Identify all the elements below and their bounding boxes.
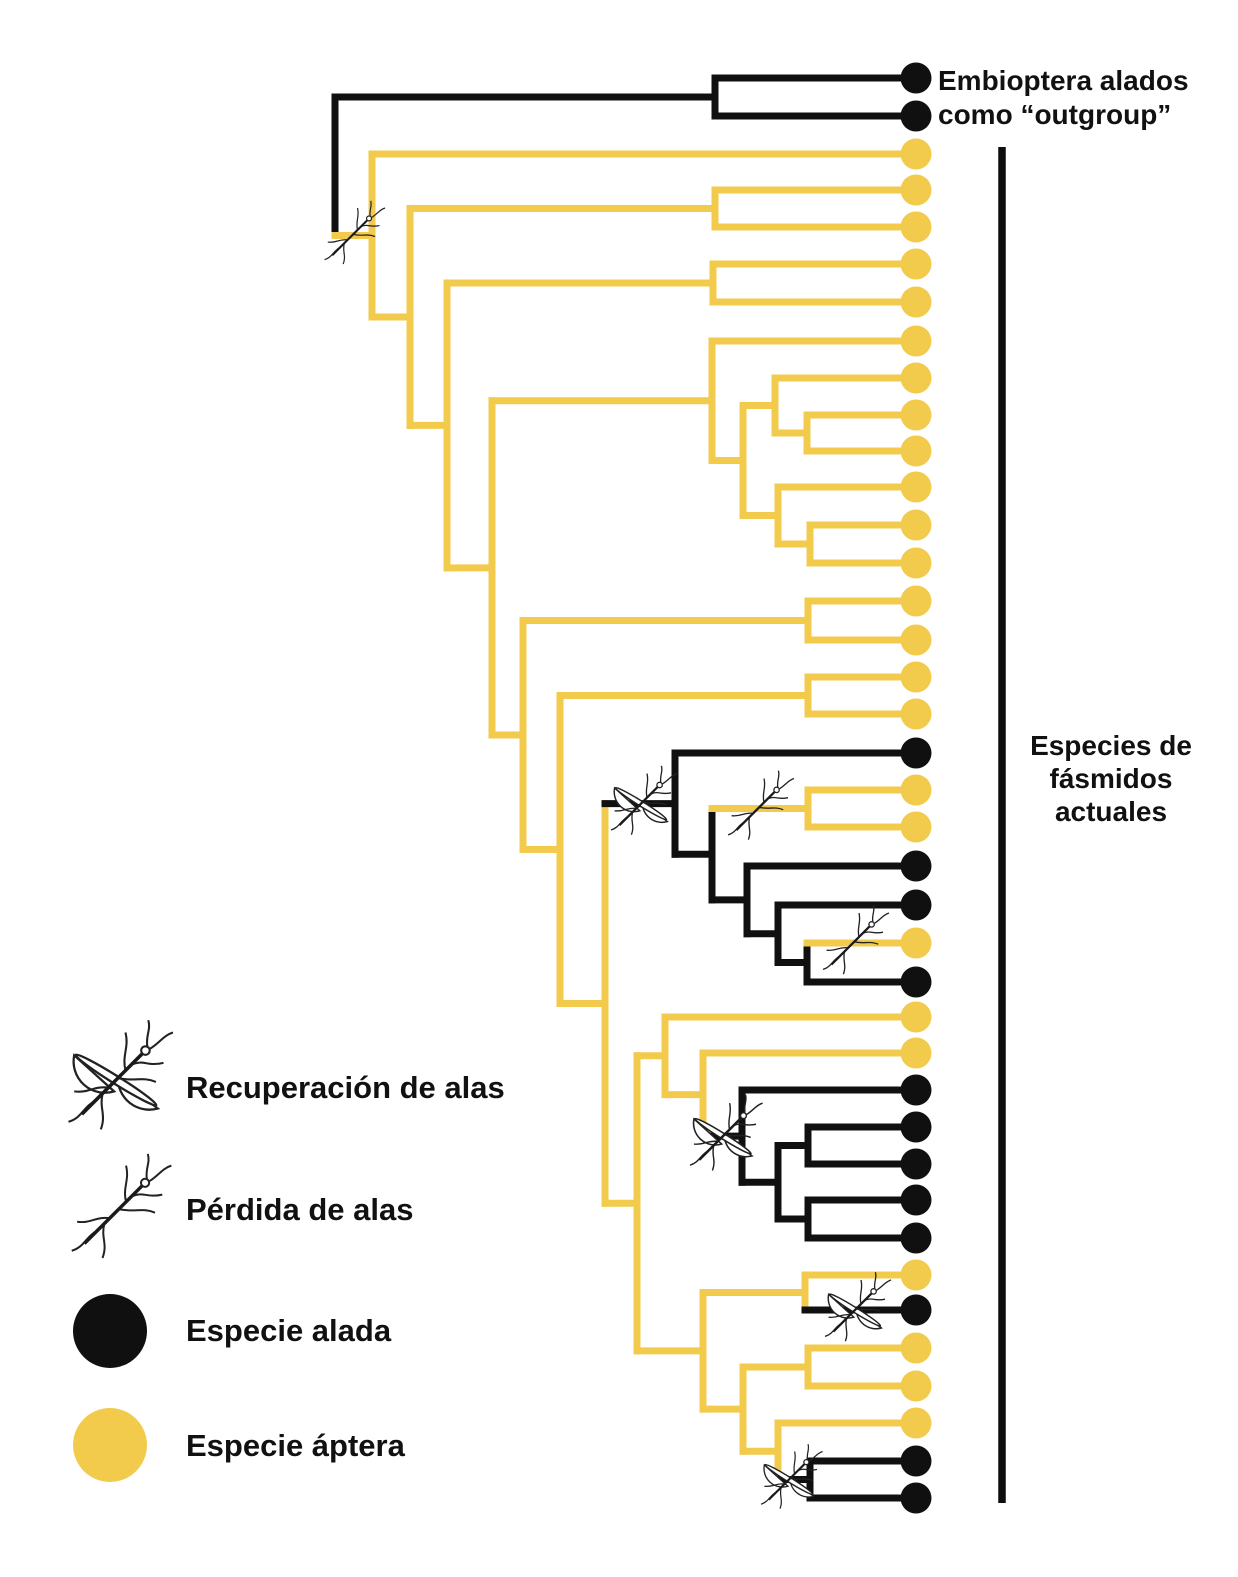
winged-species-tip	[900, 737, 932, 769]
apterous-species-tip	[900, 471, 932, 503]
legend-item-winged-species: Especie alada	[186, 1309, 391, 1353]
legend-item-apterous-species: Especie áptera	[186, 1424, 405, 1468]
apterous-species-tip	[900, 1370, 932, 1402]
winged-species-tip	[900, 966, 932, 998]
apterous-species-tip	[900, 1001, 932, 1033]
apterous-species-tip	[900, 1407, 932, 1439]
apterous-species-tip	[900, 661, 932, 693]
wingless-insect-icon	[71, 1153, 172, 1259]
winged-insect-icon	[689, 1094, 763, 1171]
apterous-species-tip	[900, 435, 932, 467]
winged-insect-icon	[760, 1444, 823, 1509]
apterous-species-tip	[900, 138, 932, 170]
legend-item-wing-recovery: Recuperación de alas	[186, 1066, 505, 1110]
apterous-species-tip	[900, 585, 932, 617]
apterous-species-tip	[900, 1037, 932, 1069]
winged-species-tip	[900, 1148, 932, 1180]
wingless-insect-icon	[822, 905, 890, 975]
apterous-species-tip	[900, 248, 932, 280]
apterous-species-tip	[900, 1332, 932, 1364]
outgroup-label-line2: como “outgroup”	[938, 98, 1172, 130]
apterous-species-tip	[900, 547, 932, 579]
winged-species-dot	[73, 1294, 147, 1368]
apterous-species-tip	[900, 1259, 932, 1291]
apterous-species-tip	[900, 927, 932, 959]
winged-species-tip	[900, 100, 932, 132]
winged-species-tip	[900, 1074, 932, 1106]
outgroup-label: Embioptera alados como “outgroup”	[938, 64, 1189, 131]
outgroup-label-line1: Embioptera alados	[938, 65, 1189, 96]
apterous-species-tip	[900, 774, 932, 806]
apterous-species-tip	[900, 624, 932, 656]
apterous-species-tip	[900, 286, 932, 318]
winged-species-tip	[900, 850, 932, 882]
winged-species-tip	[900, 1445, 932, 1477]
apterous-species-tip	[900, 509, 932, 541]
apterous-species-tip	[900, 811, 932, 843]
apterous-species-tip	[900, 698, 932, 730]
winged-species-tip	[900, 1184, 932, 1216]
legend-label: Especie alada	[186, 1313, 392, 1348]
clade-bracket-label: Especies de fásmidos actuales	[1030, 730, 1192, 827]
apterous-species-tip	[900, 174, 932, 206]
winged-species-tip	[900, 1111, 932, 1143]
winged-species-tip	[900, 889, 932, 921]
legend-item-wing-loss: Pérdida de alas	[186, 1188, 413, 1232]
winged-insect-icon	[610, 765, 678, 836]
legend-label: Recuperación de alas	[186, 1070, 505, 1105]
wingless-insect-icon	[727, 770, 795, 840]
legend-label: Pérdida de alas	[186, 1192, 414, 1227]
winged-species-tip	[900, 1482, 932, 1514]
legend-label: Especie áptera	[186, 1428, 405, 1463]
winged-insect-icon	[68, 1019, 174, 1130]
apterous-species-tip	[900, 325, 932, 357]
wingless-insect-icon	[324, 200, 386, 265]
winged-insect-icon	[68, 1019, 174, 1130]
wingless-insect-icon	[71, 1153, 172, 1259]
apterous-species-tip	[900, 211, 932, 243]
winged-species-tip	[900, 62, 932, 94]
apterous-species-tip	[900, 362, 932, 394]
winged-insect-icon	[824, 1272, 892, 1342]
winged-species-tip	[900, 1222, 932, 1254]
apterous-species-tip	[900, 399, 932, 431]
apterous-species-dot	[73, 1408, 147, 1482]
winged-species-tip	[900, 1294, 932, 1326]
